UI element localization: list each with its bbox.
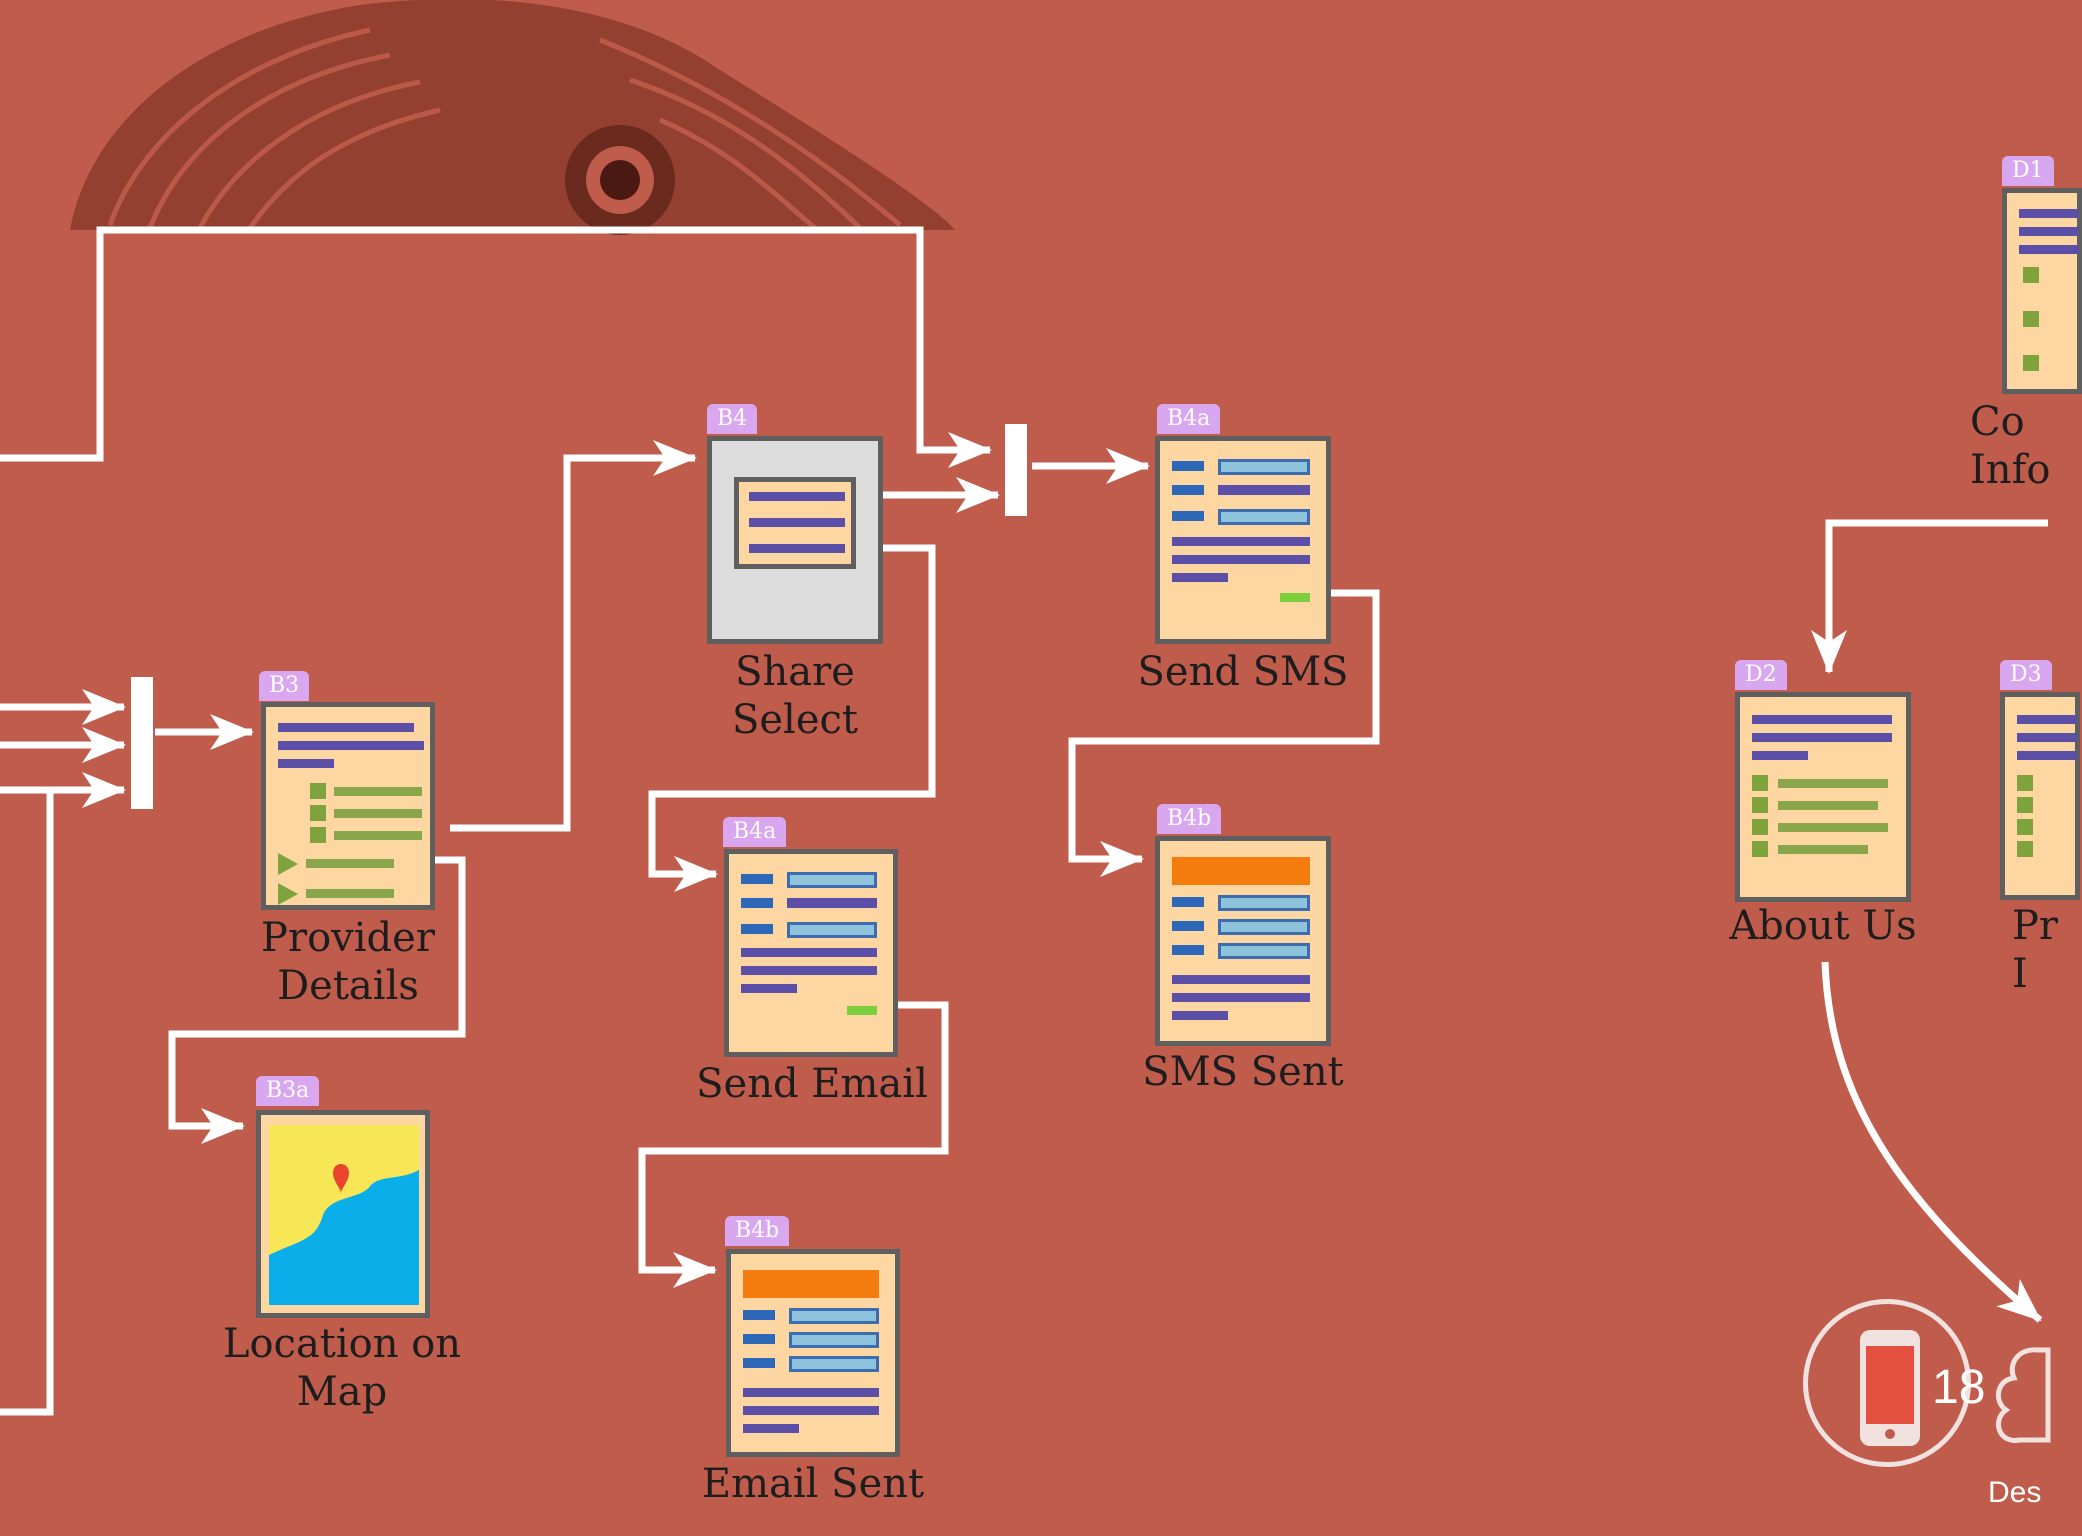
screen-label-email-sent: Email Sent (701, 1461, 925, 1507)
screen-label-sms-sent: SMS Sent (1142, 1049, 1344, 1095)
bird-engraving-illustration (70, 0, 955, 235)
junction-bar-right (1005, 424, 1027, 516)
screen-thumbnail-d1[interactable] (2002, 188, 2082, 394)
screen-thumbnail-email-sent[interactable] (726, 1249, 900, 1457)
screen-thumbnail-sms-sent[interactable] (1155, 836, 1331, 1046)
cloud-icon (1996, 1347, 2051, 1443)
screen-tag-d2: D2 (1735, 660, 1787, 690)
screen-tag-d1: D1 (2002, 156, 2054, 186)
screen-label-send-email: Send Email (696, 1061, 928, 1107)
screen-label-share-select: Share Select (731, 649, 858, 743)
screen-label-about-us: About Us (1729, 903, 1917, 949)
screen-tag-b4b-email: B4b (725, 1216, 790, 1246)
map-icon (269, 1125, 419, 1305)
screen-tag-b3: B3 (259, 671, 310, 701)
screen-thumbnail-provider-details[interactable] (261, 702, 435, 910)
screen-thumbnail-d3[interactable] (2000, 692, 2080, 900)
screen-tag-b4a-sms: B4a (1157, 404, 1221, 434)
screen-label-send-sms: Send SMS (1137, 649, 1349, 695)
screen-thumbnail-share-select[interactable] (707, 436, 883, 644)
screen-label-d3: Pr I (2012, 903, 2059, 997)
screen-tag-d3: D3 (2000, 660, 2052, 690)
screen-label-provider-details: Provider Details (261, 915, 435, 1009)
screen-label-location-on-map: Location on Map (222, 1321, 462, 1415)
screen-tag-b4b-sms: B4b (1157, 804, 1222, 834)
screen-thumbnail-send-sms[interactable] (1155, 436, 1331, 644)
screen-tag-b4a-email: B4a (723, 817, 787, 847)
screen-tag-b4: B4 (707, 404, 758, 434)
screen-thumbnail-about-us[interactable] (1735, 692, 1911, 902)
screen-thumbnail-send-email[interactable] (724, 849, 898, 1057)
badge-text: Des (1988, 1476, 2042, 1509)
connector-lines (0, 226, 2048, 1416)
badge-count: 18 (1932, 1361, 1986, 1414)
mobile-phone-icon (1860, 1330, 1920, 1446)
screen-label-d1: Co Info (1970, 399, 2051, 493)
junction-bar-left (131, 677, 153, 809)
badge-ring (1803, 1299, 1971, 1467)
screen-thumbnail-location-on-map[interactable] (256, 1110, 430, 1318)
screen-tag-b3a: B3a (256, 1076, 320, 1106)
